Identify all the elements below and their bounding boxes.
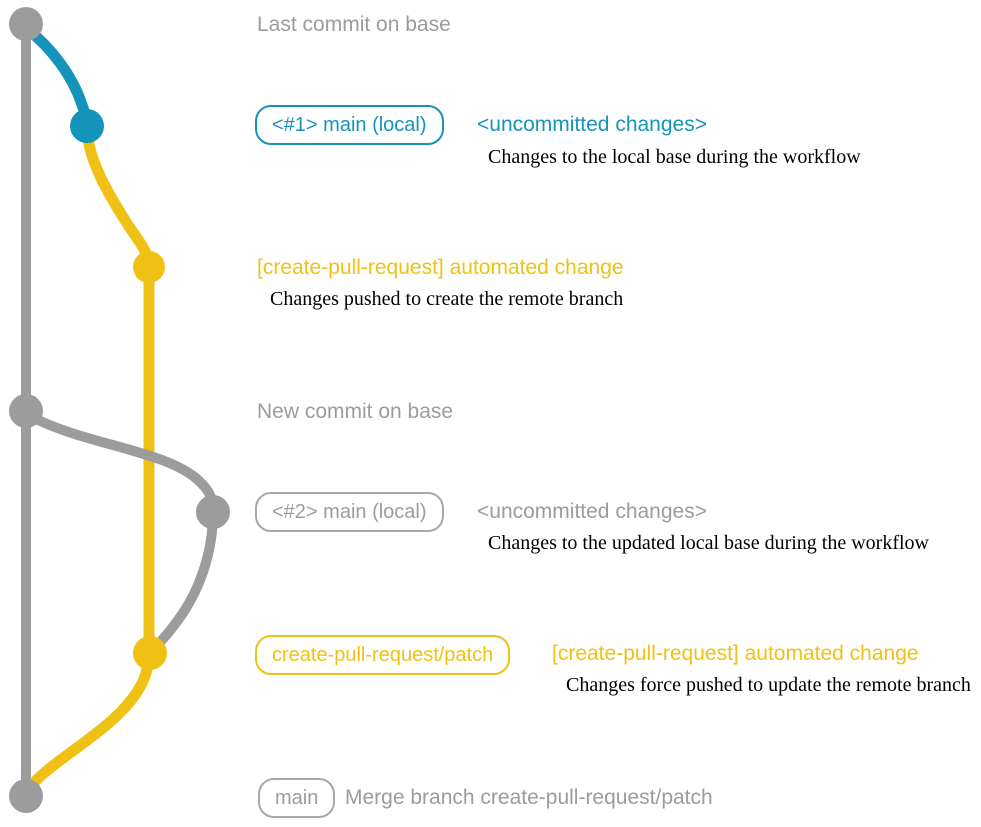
branch-tag-create-pull-request-patch: create-pull-request/patch xyxy=(255,635,511,675)
edge-base-to-local1 xyxy=(20,22,93,132)
branch-tag-main: main xyxy=(258,778,336,818)
branch-tag-main-local-2: <#2> main (local) xyxy=(255,492,444,532)
commit-message-automated-change-2: [create-pull-request] automated change xyxy=(552,642,919,665)
branch-tag-main-local-1: <#1> main (local) xyxy=(255,105,444,145)
status-uncommitted-changes-1: <uncommitted changes> xyxy=(477,113,707,136)
edge-local1-to-patch xyxy=(81,126,155,273)
commit-dot-automated-change-1 xyxy=(133,251,165,283)
commit-dot-uncommitted-2 xyxy=(196,495,230,529)
commit-dot-new-commit-on-base xyxy=(9,394,43,428)
commit-dot-last-commit-on-base xyxy=(9,7,43,41)
commit-dot-merge xyxy=(9,779,43,813)
description-workflow1: Changes to the local base during the wor… xyxy=(488,146,861,168)
edge-base-to-local2 xyxy=(25,411,218,515)
commit-dot-uncommitted-1 xyxy=(70,109,104,143)
edge-patch-to-merge xyxy=(22,654,154,796)
status-uncommitted-changes-2: <uncommitted changes> xyxy=(477,500,707,523)
description-push2: Changes force pushed to update the remot… xyxy=(566,674,971,696)
commit-message-automated-change-1: [create-pull-request] automated change xyxy=(257,256,624,279)
description-workflow2: Changes to the updated local base during… xyxy=(488,532,929,554)
label-new-commit-on-base: New commit on base xyxy=(257,400,454,423)
description-push1: Changes pushed to create the remote bran… xyxy=(270,288,624,310)
commit-dot-automated-change-2 xyxy=(133,636,167,670)
commit-message-merge: Merge branch create-pull-request/patch xyxy=(345,786,713,809)
edge-local2-to-patch xyxy=(146,507,218,656)
label-last-commit-on-base: Last commit on base xyxy=(257,13,451,36)
